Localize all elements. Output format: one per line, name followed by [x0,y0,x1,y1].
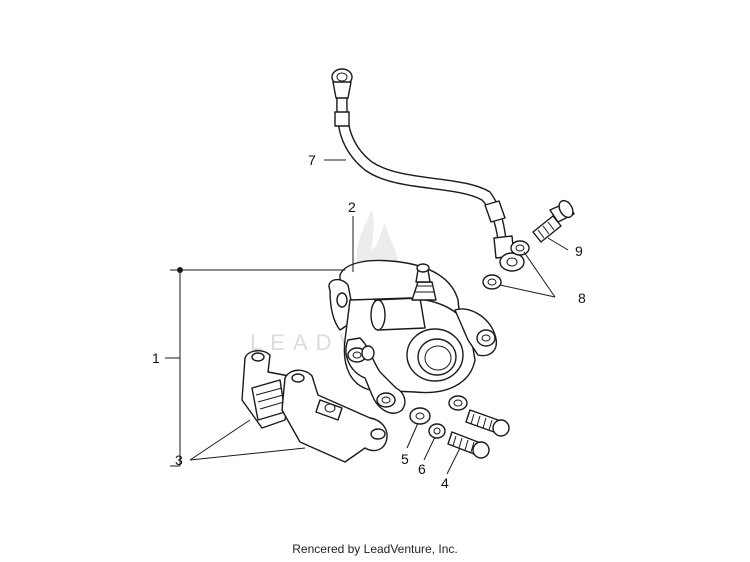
callout-3: 3 [175,452,183,468]
callout-7: 7 [308,152,316,168]
brake-hose [331,68,525,272]
callout-4: 4 [441,475,449,491]
callout-5: 5 [401,451,409,467]
mounting-bolts [447,409,510,459]
footer-credit: Rencered by LeadVenture, Inc. [292,542,458,556]
brake-caliper [328,259,497,414]
callout-2: 2 [348,199,356,215]
callout-9: 9 [575,243,583,259]
callout-8: 8 [578,290,586,306]
brake-pads [241,350,388,463]
callout-1: 1 [152,350,160,366]
sealing-washers [482,240,530,290]
washers [409,395,468,439]
leader-lines [165,159,569,475]
banjo-bolt [532,199,575,243]
callout-6: 6 [418,461,426,477]
callout-labels: 1 2 3 4 5 6 7 8 9 [152,152,586,491]
